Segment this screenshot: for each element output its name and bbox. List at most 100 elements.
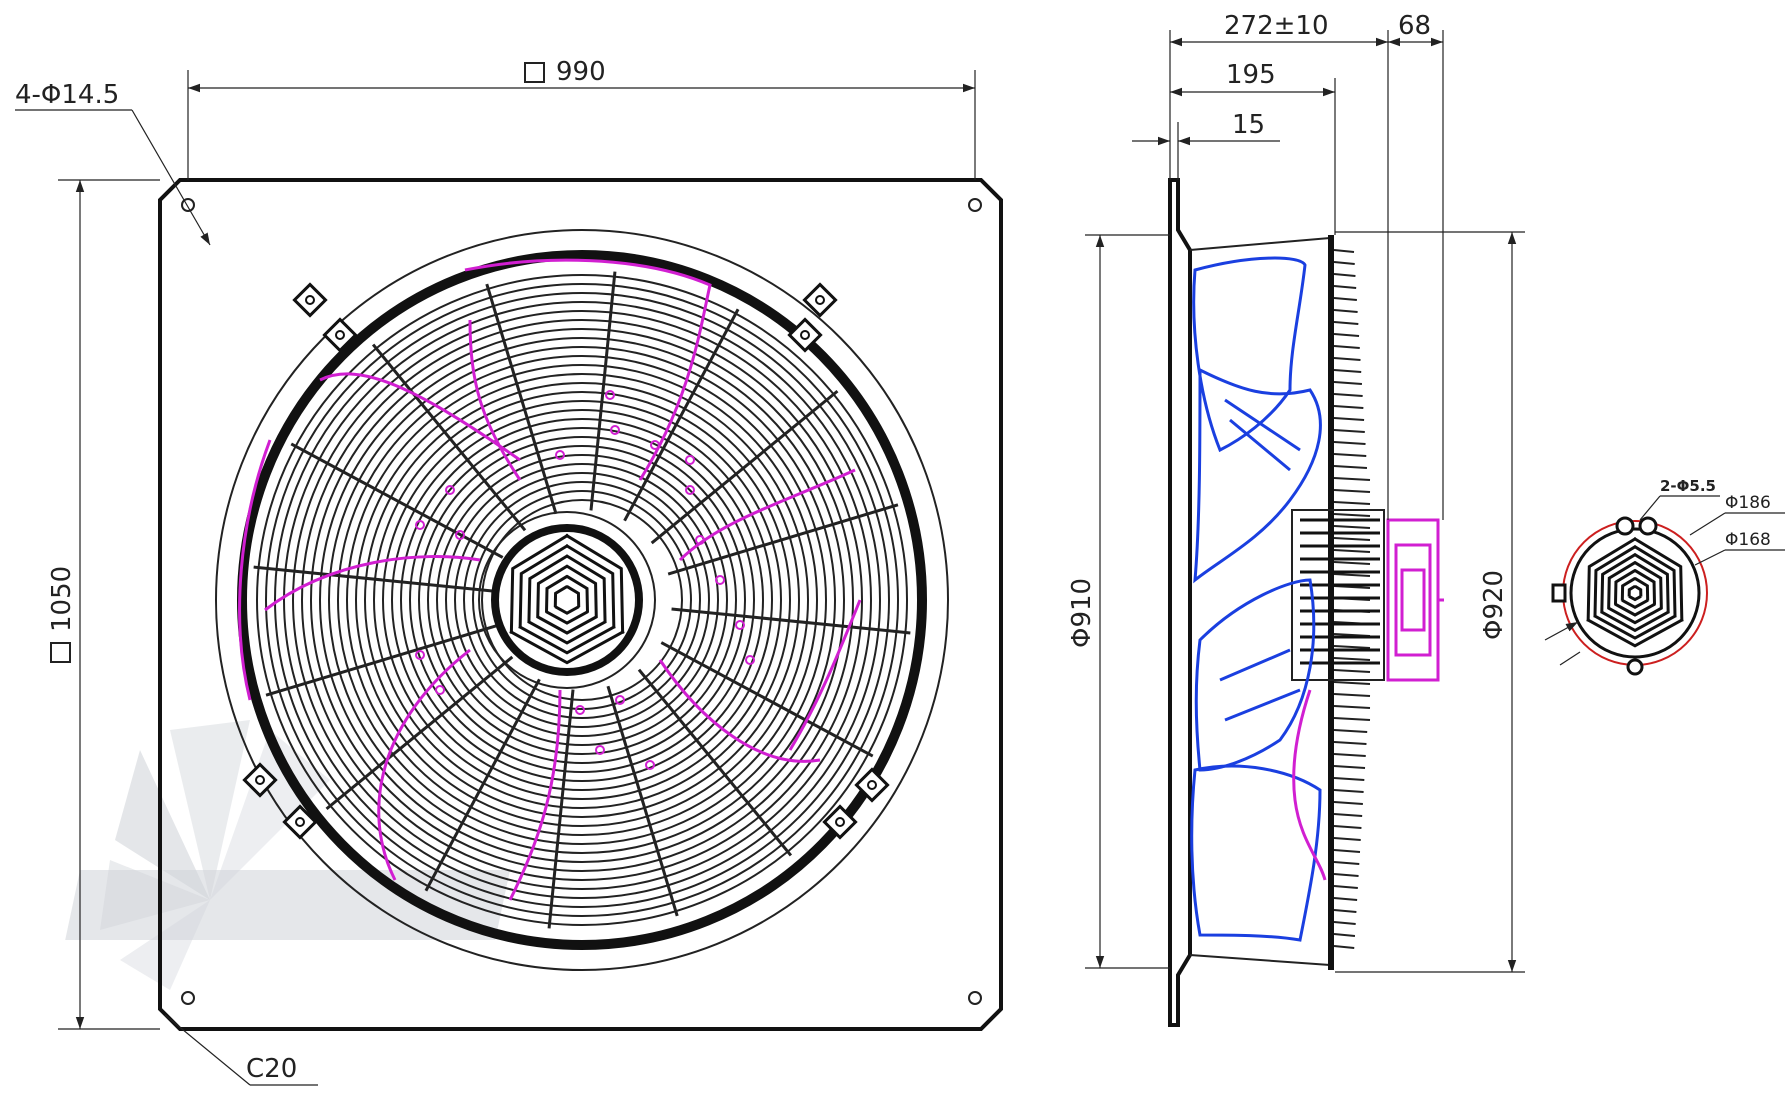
grille-ring xyxy=(454,472,710,728)
rear-motor-body xyxy=(1569,527,1701,659)
hub-fin xyxy=(565,543,616,629)
rear-lug-bottom xyxy=(1626,658,1644,676)
mount-hole-top-left xyxy=(181,198,195,212)
terminal-box xyxy=(1386,518,1444,682)
hub-fin xyxy=(518,625,616,655)
front-dimensions: 990 1050 4-Φ14.5 C20 xyxy=(15,57,976,1086)
side-fin xyxy=(1333,933,1356,937)
side-fin xyxy=(1333,525,1371,529)
grille-ring xyxy=(319,337,845,863)
side-fin xyxy=(1333,861,1360,865)
rear-rib xyxy=(1634,584,1643,597)
rear-rib xyxy=(1600,610,1670,633)
side-fin xyxy=(1333,813,1363,817)
hub-fin xyxy=(545,610,589,625)
side-fin xyxy=(1333,309,1358,313)
rear-lug-top-2 xyxy=(1638,516,1658,536)
grille-spoke xyxy=(547,689,575,929)
grille-ring xyxy=(355,373,809,827)
wiring-clip xyxy=(685,455,695,465)
wiring-clip xyxy=(745,655,755,665)
guard-lug-hole xyxy=(305,295,315,305)
side-fin xyxy=(1333,333,1360,337)
side-fin xyxy=(1333,561,1371,565)
side-fin xyxy=(1333,285,1357,289)
side-fin xyxy=(1333,657,1371,661)
square-symbol-width xyxy=(524,62,545,83)
grille-spoke xyxy=(589,271,617,511)
wiring-clip xyxy=(595,745,605,755)
hub-fin xyxy=(554,605,580,615)
side-flange xyxy=(1168,178,1192,1027)
rear-mount-holes-callout: 2-Φ5.5 xyxy=(1660,477,1716,495)
rear-rib xyxy=(1586,536,1637,622)
rear-rib xyxy=(1613,568,1637,605)
rear-rib xyxy=(1600,552,1637,614)
wiring-clip xyxy=(415,650,425,660)
rear-view: 2-Φ5.5 Φ186 Φ168 xyxy=(1544,477,1785,676)
wiring-clip xyxy=(555,450,565,460)
side-fin xyxy=(1333,369,1362,373)
side-fin xyxy=(1333,501,1371,505)
rear-outer-diameter-callout: Φ186 xyxy=(1725,493,1771,513)
grille-ring xyxy=(418,436,746,764)
rear-rib xyxy=(1627,584,1636,597)
hub-fin xyxy=(565,564,598,618)
rear-rib xyxy=(1593,614,1677,640)
fan-blades xyxy=(1190,256,1322,942)
hub-fin xyxy=(509,533,570,634)
holes-callout: 4-Φ14.5 xyxy=(15,80,119,110)
side-fin xyxy=(1333,345,1360,349)
outer-diameter-dimension: Φ920 xyxy=(1479,570,1509,640)
wiring-clip xyxy=(435,685,445,695)
mounting-plate xyxy=(158,178,1003,1031)
guard-lug-hole xyxy=(255,775,265,785)
hub-fin xyxy=(509,630,625,665)
side-view xyxy=(1168,178,1444,1027)
hub-fin xyxy=(565,585,581,608)
rear-rib xyxy=(1614,602,1656,617)
grille-ring xyxy=(301,319,863,881)
grille-ring xyxy=(265,283,899,917)
grille-ring xyxy=(436,454,728,746)
body-depth-dimension: 195 xyxy=(1226,60,1276,90)
guard-lug-hole xyxy=(815,295,825,305)
shroud-outer-ring xyxy=(215,229,949,971)
side-fin xyxy=(1333,357,1361,361)
guard-spokes xyxy=(253,271,911,929)
flange-dimension: 15 xyxy=(1232,110,1265,140)
grille-spoke xyxy=(671,607,911,635)
side-fin xyxy=(1333,297,1357,301)
rear-rib xyxy=(1586,618,1684,648)
rear-cable-gland xyxy=(1551,583,1567,603)
hub-fin xyxy=(527,554,569,624)
side-fin xyxy=(1333,681,1371,685)
side-fin xyxy=(1333,537,1371,541)
guard-lug-hole xyxy=(835,817,845,827)
side-fin xyxy=(1333,897,1358,901)
grille-ring xyxy=(373,391,791,809)
wiring-clip xyxy=(575,705,585,715)
hub-fin xyxy=(544,574,569,613)
grille-spoke xyxy=(606,685,679,917)
side-fin xyxy=(1333,273,1356,277)
guard-lug-hole xyxy=(867,780,877,790)
side-fin xyxy=(1333,801,1363,805)
rear-rib xyxy=(1607,606,1663,625)
wiring-clip xyxy=(685,485,695,495)
hub-fin xyxy=(565,554,607,624)
watermark-logo xyxy=(65,720,511,990)
grille-ring xyxy=(409,427,755,773)
side-fin xyxy=(1333,573,1371,577)
mount-hole-bottom-left xyxy=(181,991,195,1005)
grille-ring xyxy=(400,418,764,782)
grille-ring xyxy=(427,445,737,755)
rear-rib xyxy=(1628,594,1642,602)
rear-motor-ribs xyxy=(1586,536,1684,648)
rear-lug-top xyxy=(1615,516,1635,536)
grille-spoke xyxy=(265,624,497,697)
hub-fin xyxy=(536,615,598,635)
square-symbol-height xyxy=(50,642,71,663)
grille-ring xyxy=(337,355,827,845)
